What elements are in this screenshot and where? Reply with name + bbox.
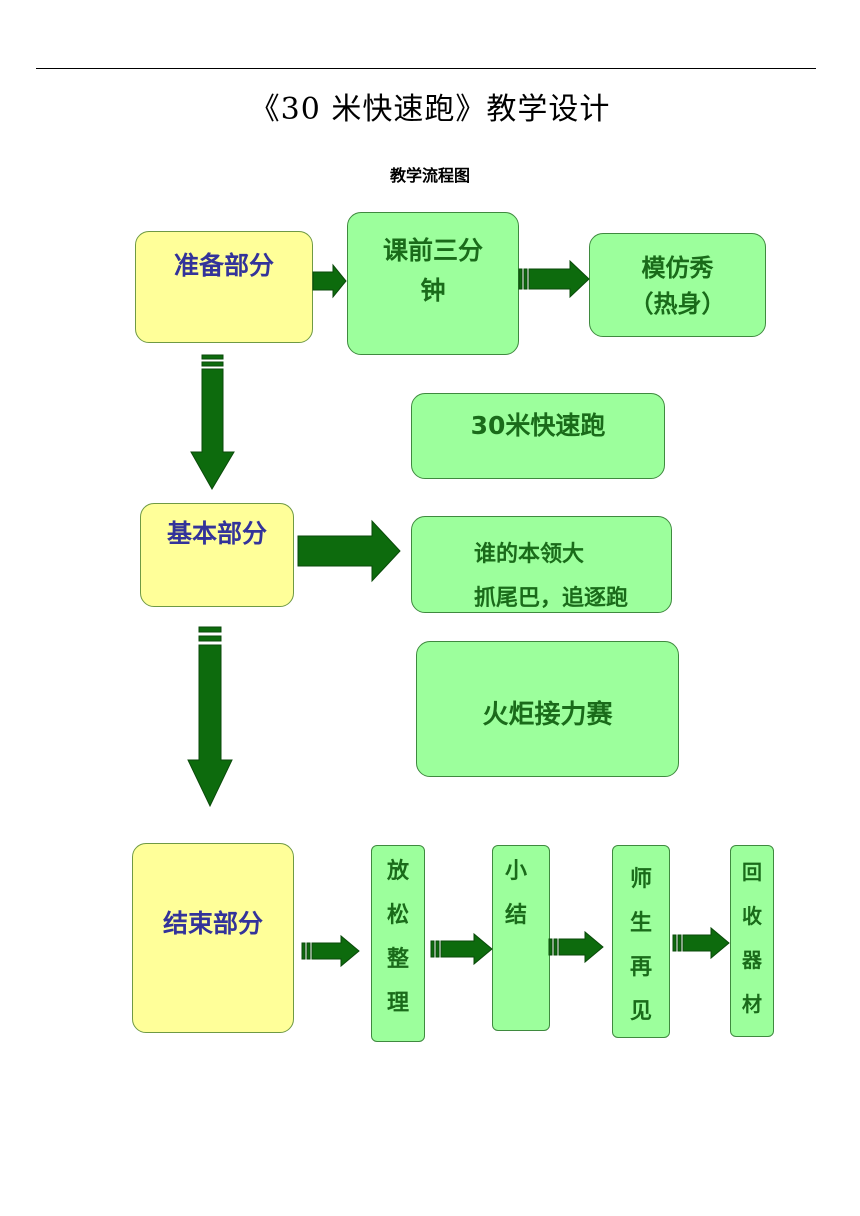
relax-char-4: 理 [386, 991, 409, 1016]
arrow-stripe [306, 942, 311, 960]
prep-section-box: 准备部分 [135, 231, 313, 343]
arrow-stripe [435, 940, 440, 958]
arrow-right-icon [312, 263, 347, 299]
warmup-label: （热身） [629, 290, 726, 318]
arrow-stripe [430, 940, 435, 958]
arrow-stripe [198, 635, 222, 642]
arrow-down-icon [187, 644, 233, 808]
relax-char-1: 放 [386, 859, 409, 884]
summary-char-1: 小 [505, 859, 528, 884]
arrow-down-icon [190, 368, 235, 490]
collect-char-4: 材 [742, 992, 762, 1016]
arrow-right-icon [440, 932, 493, 966]
arrow-stripe [672, 934, 677, 952]
sprint-box: 30米快速跑 [411, 393, 665, 479]
farewell-char-1: 师 [629, 867, 652, 892]
pre-class-label-line1: 课前三分 [382, 236, 483, 265]
farewell-char-2: 生 [629, 911, 652, 936]
end-section-label: 结束部分 [162, 909, 263, 938]
document-title: 《30 米快速跑》教学设计 [249, 92, 611, 127]
skill-game-label: 谁的本领大 [474, 542, 585, 567]
end-section-box: 结束部分 [132, 843, 294, 1033]
relax-char-2: 松 [386, 903, 409, 928]
mimic-show-label: 模仿秀 [641, 254, 714, 282]
arrow-stripe [201, 354, 224, 360]
summary-box: 小 结 [492, 845, 550, 1031]
farewell-char-4: 见 [629, 999, 652, 1024]
arrow-stripe [548, 938, 553, 956]
arrow-right-icon [558, 930, 604, 964]
header-rule [36, 68, 816, 69]
flowchart-caption: 教学流程图 [389, 166, 470, 185]
basic-section-label: 基本部分 [166, 519, 267, 548]
torch-relay-label: 火炬接力赛 [482, 700, 613, 730]
sprint-label: 30米快速跑 [470, 411, 606, 440]
arrow-stripe [201, 361, 224, 367]
arrow-stripe [553, 938, 558, 956]
relax-box: 放 松 整 理 [371, 845, 425, 1042]
arrow-right-icon [311, 934, 360, 968]
collect-char-1: 回 [742, 860, 762, 884]
arrow-stripe [198, 626, 222, 633]
torch-relay-box: 火炬接力赛 [416, 641, 679, 777]
collect-char-2: 收 [742, 904, 762, 928]
arrow-stripe [518, 268, 523, 290]
mimic-show-box: 模仿秀 （热身） [589, 233, 766, 337]
pre-class-label-line2: 钟 [420, 276, 446, 305]
arrow-right-icon [297, 519, 401, 583]
farewell-box: 师 生 再 见 [612, 845, 670, 1038]
collect-equipment-box: 回 收 器 材 [730, 845, 774, 1037]
summary-char-2: 结 [505, 903, 528, 928]
arrow-stripe [677, 934, 682, 952]
pre-class-box: 课前三分 钟 [347, 212, 519, 355]
skill-games-box: 谁的本领大 抓尾巴，追逐跑 [411, 516, 672, 613]
arrow-stripe [301, 942, 306, 960]
arrow-right-icon [682, 926, 730, 960]
farewell-char-3: 再 [629, 955, 652, 980]
collect-char-3: 器 [742, 948, 762, 972]
arrow-right-icon [528, 259, 590, 299]
arrow-stripe [523, 268, 528, 290]
basic-section-box: 基本部分 [140, 503, 294, 607]
prep-section-label: 准备部分 [173, 251, 274, 280]
relax-char-3: 整 [386, 947, 409, 972]
tail-chase-label: 抓尾巴，追逐跑 [474, 586, 629, 611]
